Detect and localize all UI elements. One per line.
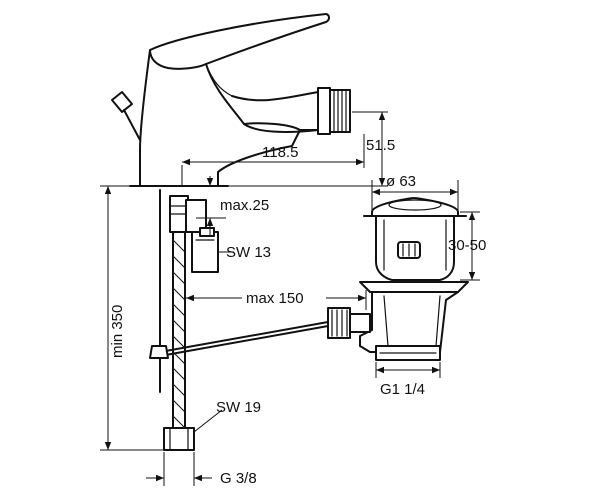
label-sw19: SW 19 xyxy=(216,399,261,416)
dimension-lines xyxy=(100,111,480,486)
label-g-3-8: G 3/8 xyxy=(220,470,257,487)
label-height-51-5: 51.5 xyxy=(366,137,395,154)
label-diameter-63: ø 63 xyxy=(386,173,416,190)
label-min-350: min 350 xyxy=(109,305,126,358)
sw13-nut xyxy=(191,231,219,273)
pull-rod xyxy=(159,321,329,353)
pop-up-waste xyxy=(327,197,469,361)
mixer-tap xyxy=(111,13,351,187)
label-range-30-50: 30-50 xyxy=(448,237,486,254)
pop-up-rod-knob xyxy=(111,91,133,113)
connections xyxy=(149,189,329,451)
sw19-nut xyxy=(163,427,195,451)
label-sw13: SW 13 xyxy=(226,244,271,261)
lever-handle xyxy=(149,13,330,70)
spout xyxy=(231,91,319,133)
label-max-25: max.25 xyxy=(220,197,269,214)
dimension-labels: 118.5 51.5 max.25 ø 63 30-50 SW 13 max 1… xyxy=(109,137,486,487)
label-g1-1-4: G1 1/4 xyxy=(380,381,425,398)
waste-flange xyxy=(371,197,459,217)
label-max-150: max 150 xyxy=(246,290,304,307)
mixer-body xyxy=(139,49,301,187)
label-spout-reach: 118.5 xyxy=(262,144,298,161)
spout-outlet xyxy=(317,87,331,135)
